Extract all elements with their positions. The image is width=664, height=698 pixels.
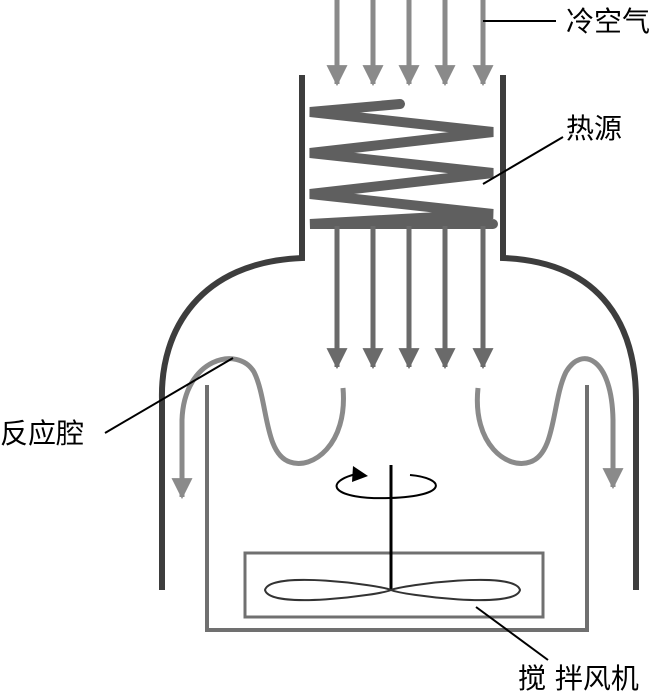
label-reaction-chamber: 反应腔 bbox=[0, 417, 84, 450]
cold-air-arrows bbox=[326, 0, 494, 87]
inner-vessel bbox=[205, 385, 589, 632]
leader-reaction-chamber bbox=[104, 357, 234, 434]
leader-heat-source bbox=[482, 136, 564, 185]
fan-blade bbox=[263, 578, 522, 602]
circulation-flow bbox=[171, 356, 624, 500]
chamber-wall bbox=[158, 75, 639, 590]
label-stirring-fan: 搅 拌风机 bbox=[518, 662, 639, 695]
leader-lines bbox=[104, 20, 564, 661]
coil-spiral bbox=[309, 99, 498, 229]
label-heat-source: 热源 bbox=[566, 112, 622, 145]
hot-air-arrows bbox=[326, 226, 494, 370]
circulation-arrow-left bbox=[171, 356, 346, 500]
chamber-wall-right bbox=[500, 75, 639, 590]
circulation-arrow-right bbox=[474, 356, 624, 490]
chamber-wall-left bbox=[158, 75, 305, 590]
leader-stirring-fan bbox=[475, 606, 549, 661]
fan-housing bbox=[243, 551, 545, 619]
heat-source-coil bbox=[309, 99, 498, 229]
label-cold-air: 冷空气 bbox=[566, 5, 650, 38]
stirring-fan bbox=[243, 465, 545, 619]
rotation-arrow-icon bbox=[335, 472, 437, 500]
rotation-arrowhead-icon bbox=[352, 466, 368, 482]
